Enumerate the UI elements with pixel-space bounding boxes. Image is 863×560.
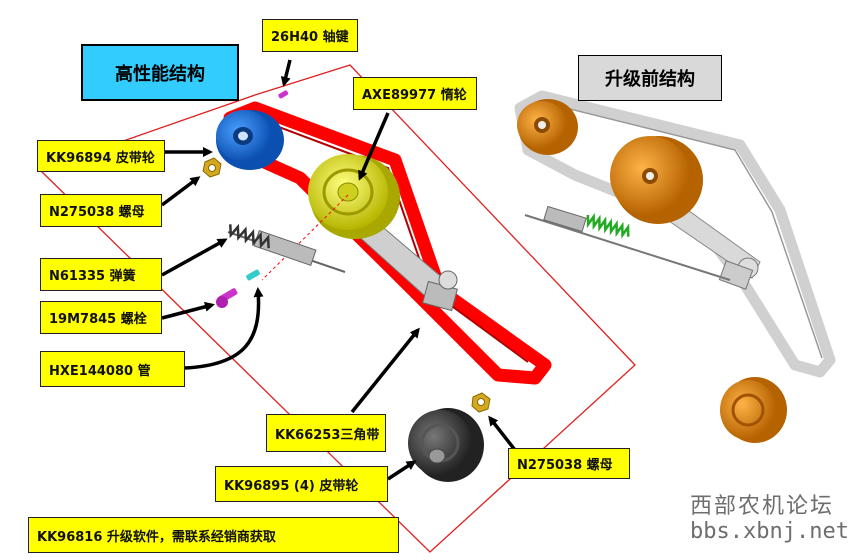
red-v-belt <box>223 101 552 385</box>
shaft-key <box>278 90 289 99</box>
callout-arrows <box>160 59 517 481</box>
watermark-cn: 西部农机论坛 <box>690 494 835 519</box>
bolt <box>216 288 238 308</box>
label-nut-1: N275038 螺母 <box>40 194 162 227</box>
label-upgrade-kit: KK96816 升级软件，需联系经销商获取 <box>28 517 399 553</box>
spring-new <box>227 223 346 273</box>
label-nut-2: N275038 螺母 <box>508 448 630 479</box>
grey-v-belt <box>514 90 836 378</box>
spring-old <box>524 205 731 281</box>
label-spring: N61335 弹簧 <box>40 258 162 291</box>
label-bolt: 19M7845 螺栓 <box>40 301 162 334</box>
blue-pulley <box>216 110 284 170</box>
label-shaft-key: 26H40 轴键 <box>262 19 358 52</box>
label-pulley-blue: KK96894 皮带轮 <box>37 140 165 172</box>
label-tube: HXE144080 管 <box>40 351 185 387</box>
label-idler: AXE89977 惰轮 <box>353 77 477 110</box>
orange-pulley-top <box>517 99 578 155</box>
label-belt: KK66253三角带 <box>266 414 386 452</box>
black-pulley <box>408 408 484 482</box>
orange-pulley-large <box>610 136 703 224</box>
yellow-idler-pulley <box>308 154 400 239</box>
title-high-performance: 高性能结构 <box>81 44 239 101</box>
title-before-upgrade: 升级前结构 <box>578 55 722 101</box>
orange-pulley-loose <box>720 377 787 443</box>
tube <box>246 269 260 281</box>
watermark-url: bbs.xbnj.net <box>690 519 849 544</box>
label-pulley-black: KK96895 (4) 皮带轮 <box>215 466 388 502</box>
